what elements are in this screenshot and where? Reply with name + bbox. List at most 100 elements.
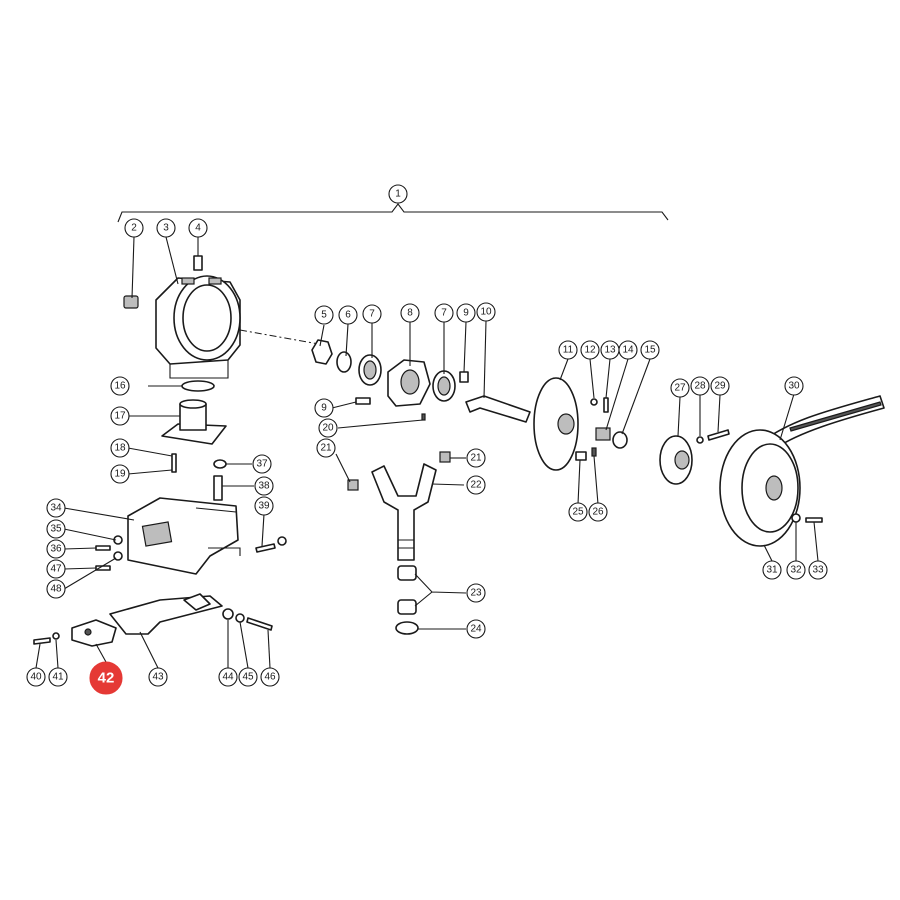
- svg-text:23: 23: [470, 588, 482, 599]
- assembly-brace: [117, 203, 669, 223]
- svg-text:13: 13: [604, 345, 616, 356]
- svg-text:27: 27: [674, 383, 686, 394]
- bushing-21-left: [347, 479, 359, 491]
- callout-19: 19: [110, 464, 130, 484]
- washer-45: [235, 613, 245, 623]
- svg-text:17: 17: [114, 411, 126, 422]
- needle-bearings: [397, 565, 417, 615]
- circlip: [336, 351, 352, 373]
- center-axis: [239, 329, 331, 347]
- washer-41: [52, 632, 60, 640]
- callout-17: 17: [110, 406, 130, 426]
- callout-7-right: 7: [434, 303, 454, 323]
- svg-text:42: 42: [98, 670, 115, 687]
- svg-text:46: 46: [264, 672, 276, 683]
- bearing-left: [358, 354, 382, 386]
- bolt-39: [255, 543, 276, 553]
- callout-1: 1: [388, 184, 408, 204]
- callout-45: 45: [238, 667, 258, 687]
- svg-text:38: 38: [258, 481, 270, 492]
- svg-text:32: 32: [790, 565, 802, 576]
- callout-48: 48: [46, 579, 66, 599]
- bolt-29: [707, 429, 730, 441]
- svg-text:2: 2: [131, 223, 137, 234]
- nut-44: [222, 608, 234, 620]
- ring-15: [612, 431, 628, 449]
- svg-text:1: 1: [395, 189, 401, 200]
- gear-housing: [155, 275, 241, 379]
- callout-30: 30: [784, 376, 804, 396]
- leader-lines: [35, 236, 819, 669]
- grease-nipple: [193, 255, 203, 271]
- svg-text:10: 10: [480, 307, 492, 318]
- svg-text:7: 7: [369, 309, 375, 320]
- pin-25: [575, 451, 587, 461]
- callout-39: 39: [254, 496, 274, 516]
- washer-37: [213, 459, 227, 469]
- callout-42-highlighted: 42: [89, 661, 123, 695]
- callout-3: 3: [156, 218, 176, 238]
- callout-4: 4: [188, 218, 208, 238]
- seal-ring: [395, 621, 419, 635]
- callout-44: 44: [218, 667, 238, 687]
- callout-41: 41: [48, 667, 68, 687]
- bolt-40: [33, 637, 51, 645]
- bolt-13: [603, 397, 609, 413]
- bolt-38: [213, 475, 223, 501]
- bearing-right: [432, 370, 456, 402]
- svg-text:18: 18: [114, 443, 126, 454]
- svg-text:29: 29: [714, 381, 726, 392]
- flange-sleeve: [161, 399, 227, 445]
- svg-text:19: 19: [114, 469, 126, 480]
- bolt-36: [95, 545, 111, 551]
- input-shaft: [465, 395, 531, 423]
- svg-text:9: 9: [463, 308, 469, 319]
- svg-text:25: 25: [572, 507, 584, 518]
- svg-text:11: 11: [563, 345, 574, 356]
- svg-text:34: 34: [50, 503, 62, 514]
- bushing: [123, 295, 139, 309]
- washer-12: [590, 398, 598, 406]
- bolt-47: [95, 565, 111, 571]
- svg-text:43: 43: [152, 672, 164, 683]
- callout-8: 8: [400, 303, 420, 323]
- callout-31: 31: [762, 560, 782, 580]
- bolt-46: [246, 617, 273, 631]
- svg-text:20: 20: [322, 423, 334, 434]
- yoke-shaft: [371, 463, 437, 561]
- callout-20: 20: [318, 418, 338, 438]
- callout-7-left: 7: [362, 304, 382, 324]
- callout-35: 35: [46, 519, 66, 539]
- svg-text:15: 15: [644, 345, 656, 356]
- gear-case: [387, 359, 431, 407]
- callout-16: 16: [110, 376, 130, 396]
- callout-6: 6: [338, 305, 358, 325]
- callout-32: 32: [786, 560, 806, 580]
- callout-34: 34: [46, 498, 66, 518]
- callout-40: 40: [26, 667, 46, 687]
- pin-26: [591, 447, 597, 457]
- callout-13: 13: [600, 340, 620, 360]
- callout-2: 2: [124, 218, 144, 238]
- svg-text:40: 40: [30, 672, 42, 683]
- svg-text:12: 12: [584, 345, 596, 356]
- callout-11: 11: [558, 340, 578, 360]
- svg-text:8: 8: [407, 308, 413, 319]
- callout-33: 33: [808, 560, 828, 580]
- parts-drawing: [33, 203, 885, 647]
- svg-text:9: 9: [321, 403, 327, 414]
- callout-24: 24: [466, 619, 486, 639]
- svg-text:28: 28: [694, 381, 706, 392]
- svg-text:47: 47: [50, 564, 62, 575]
- callout-9-lower: 9: [314, 398, 334, 418]
- svg-text:14: 14: [622, 345, 634, 356]
- svg-text:37: 37: [256, 459, 268, 470]
- bolt-33: [805, 517, 823, 523]
- support-frame: [127, 497, 241, 575]
- callout-37: 37: [252, 454, 272, 474]
- svg-text:5: 5: [321, 310, 327, 321]
- svg-text:35: 35: [50, 524, 62, 535]
- svg-text:22: 22: [470, 480, 482, 491]
- callout-26: 26: [588, 502, 608, 522]
- pin-9-lower: [355, 397, 371, 405]
